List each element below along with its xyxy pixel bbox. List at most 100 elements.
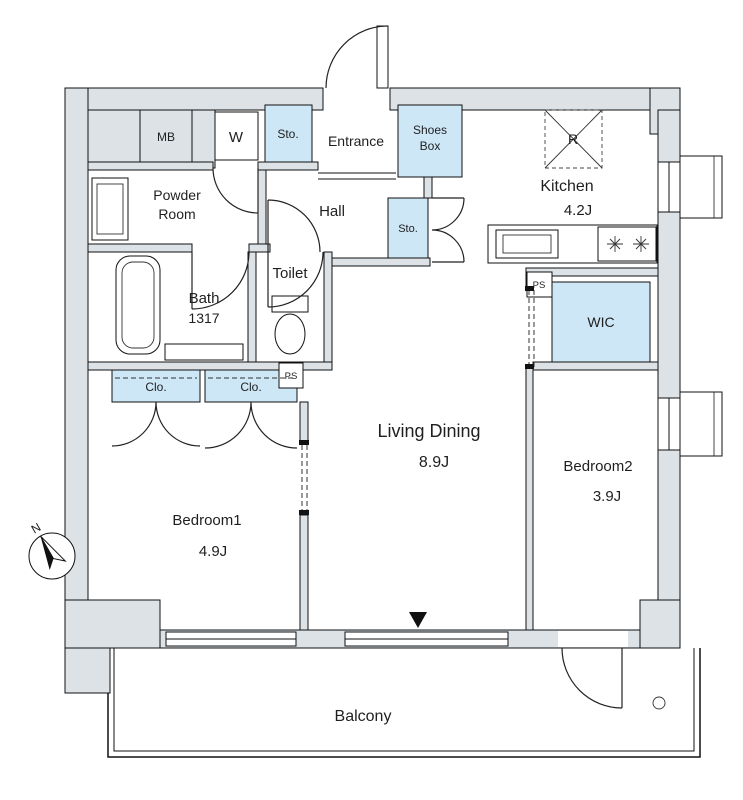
wall-segment: [657, 109, 681, 163]
label-washer: W: [229, 129, 244, 146]
balcony-drain-icon: [652, 696, 666, 710]
label-toilet: Toilet: [272, 265, 308, 282]
door-arc-living-double: [431, 197, 465, 263]
pipe-shaft-right: [526, 271, 553, 298]
label-powder-2: Room: [158, 206, 195, 222]
label-bedroom1-size: 4.9J: [199, 543, 227, 560]
entrance-door-leaf: [376, 25, 389, 89]
sliding-door-bedroom1: [301, 445, 308, 512]
label-bedroom2: Bedroom2: [563, 458, 632, 475]
walls: [64, 87, 681, 694]
label-ps-left: PS: [285, 371, 298, 382]
wall-segment: [323, 251, 333, 363]
opening-wic: [528, 290, 535, 368]
door-arc-entrance: [325, 25, 389, 89]
balcony-railing-outer: [107, 648, 701, 758]
label-ps-right: PS: [533, 280, 546, 291]
windows: [165, 155, 723, 647]
pipe-shaft-left: [278, 362, 304, 389]
wall-segment: [525, 367, 534, 631]
balcony-outline: [107, 648, 701, 758]
wall-segment: [257, 169, 267, 245]
shoes-box: [397, 104, 463, 178]
toilet-tank: [271, 295, 309, 313]
wall-corner: [64, 599, 161, 649]
label-shoes-box-1: Shoes: [413, 123, 447, 137]
label-entrance: Entrance: [328, 133, 384, 149]
label-living-dining: Living Dining: [377, 421, 480, 441]
label-refrigerator: R: [568, 131, 578, 147]
wall-segment: [423, 176, 433, 199]
label-wic: WIC: [587, 314, 614, 330]
bathtub-inner: [121, 261, 155, 349]
label-kitchen: Kitchen: [540, 178, 593, 195]
storage-hall: [387, 197, 429, 259]
bathtub-icon: [115, 255, 161, 355]
compass-needle: N: [29, 520, 67, 571]
compass-icon: N: [28, 520, 76, 580]
wall-segment: [331, 257, 431, 267]
kitchen-sink-inner: [502, 234, 552, 254]
wall-segment: [87, 243, 193, 253]
wall-end-mark: [299, 510, 309, 515]
label-bedroom2-size: 3.9J: [593, 488, 621, 505]
door-opening-bedroom2: [558, 631, 628, 647]
door-arc-bath: [191, 251, 250, 310]
label-bath-size: 1317: [188, 310, 219, 326]
compass-needle-dark: [40, 536, 54, 571]
door-arc-closet-left: [111, 401, 201, 447]
wall-segment: [657, 449, 681, 601]
wall-corner: [639, 599, 681, 649]
wall-end-mark: [299, 440, 309, 445]
direction-triangle-icon: [409, 612, 427, 628]
door-arc-hall: [267, 199, 321, 253]
wall-segment: [247, 251, 257, 363]
bath-counter: [164, 343, 244, 361]
walk-in-closet: [551, 281, 651, 363]
washing-machine-icon: [214, 111, 259, 161]
toilet-bowl-icon: [274, 313, 306, 355]
storage-top: [264, 104, 313, 163]
wall-segment: [257, 161, 319, 171]
closet-left: [111, 369, 201, 403]
balcony-railing-inner: [113, 648, 695, 752]
vanity-sink-icon: [91, 177, 129, 241]
wall-end-mark: [525, 364, 534, 369]
refrigerator-cross-lines: [544, 109, 603, 169]
label-closet-right: Clo.: [240, 380, 261, 394]
wall-segment: [532, 361, 659, 371]
compass-north-label: N: [29, 520, 44, 536]
label-mb: MB: [157, 130, 175, 144]
label-hall: Hall: [319, 203, 345, 220]
label-bath: Bath: [189, 290, 220, 307]
storage-areas: [111, 104, 651, 403]
door-arc-bedroom2-balcony: [561, 647, 623, 709]
doors: [111, 25, 623, 709]
wall-corner: [64, 647, 111, 694]
kitchen-sink-icon: [495, 229, 559, 259]
wall-segment: [87, 161, 214, 171]
label-shoes-box-2: Box: [420, 139, 441, 153]
door-arc-toilet: [267, 251, 324, 308]
wall-segment: [248, 243, 271, 253]
label-closet-left: Clo.: [145, 380, 166, 394]
refrigerator-space-icon: [544, 109, 603, 169]
wall-segment: [299, 514, 309, 631]
compass-needle-light: [40, 535, 67, 562]
door-arc-closet-right: [204, 401, 298, 449]
vanity-sink-inner: [96, 183, 124, 235]
wall-segment: [299, 401, 309, 443]
stove-burner-icon: [607, 236, 623, 252]
wall-segment: [64, 87, 89, 601]
door-arc-powder-room: [212, 167, 259, 214]
label-powder-1: Powder: [153, 187, 201, 203]
label-balcony: Balcony: [335, 708, 392, 725]
wall-segment: [657, 211, 681, 399]
stove-burner-icon: [633, 236, 649, 252]
fixtures: [91, 109, 658, 389]
label-storage-hall: Sto.: [398, 223, 418, 235]
label-storage-top: Sto.: [277, 127, 298, 141]
dashed-openings: [115, 286, 535, 515]
